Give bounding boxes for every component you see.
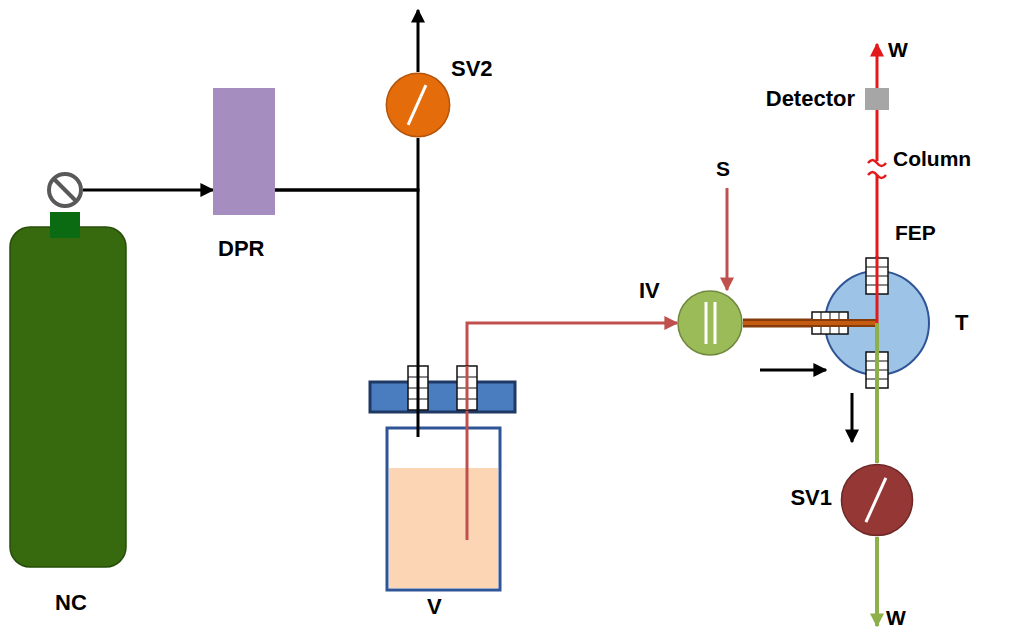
column-break bbox=[868, 160, 886, 166]
node-label: NC bbox=[55, 590, 87, 615]
connector bbox=[467, 323, 677, 382]
pressure-regulator: DPR bbox=[213, 88, 275, 215]
injection-valve-shape bbox=[677, 290, 743, 356]
tee-union: T bbox=[824, 270, 930, 376]
tubing-label: FEP bbox=[895, 221, 936, 245]
vessel: V bbox=[370, 382, 515, 592]
valve: SV1 bbox=[840, 463, 914, 537]
waste-arrow bbox=[875, 537, 879, 626]
connector-line bbox=[275, 190, 418, 382]
valve: SV2 bbox=[385, 72, 451, 138]
node-label: IV bbox=[639, 278, 660, 303]
sample-label: S bbox=[716, 157, 730, 181]
connector-line bbox=[467, 323, 677, 382]
column-label: Column bbox=[893, 147, 971, 171]
connector-line bbox=[876, 110, 879, 270]
connector bbox=[275, 190, 418, 382]
detector-box: Detector bbox=[865, 88, 889, 110]
flow-arrow bbox=[760, 369, 826, 372]
vent-arrow bbox=[417, 10, 420, 72]
injection-valve: IV bbox=[677, 290, 743, 356]
outlet-label: W bbox=[888, 38, 908, 62]
outlet-arrow bbox=[876, 44, 879, 88]
connector-line bbox=[83, 189, 213, 192]
detector-box-shape bbox=[865, 88, 889, 110]
gas-cylinder: NC bbox=[10, 172, 126, 567]
column-break bbox=[868, 172, 886, 178]
node-label: Detector bbox=[766, 86, 855, 111]
node-label: SV1 bbox=[790, 485, 832, 510]
node-label: V bbox=[427, 594, 442, 619]
tee-union-shape bbox=[824, 270, 930, 376]
pressure-regulator-shape bbox=[213, 88, 275, 215]
node-label: T bbox=[955, 310, 968, 335]
connector-line bbox=[275, 138, 418, 190]
valve-shape bbox=[840, 463, 914, 537]
valve-shape bbox=[385, 72, 451, 138]
connector bbox=[83, 190, 213, 191]
flow-arrow bbox=[851, 393, 854, 442]
outlet-label: W bbox=[886, 606, 906, 630]
connector bbox=[275, 138, 418, 190]
connector bbox=[877, 110, 878, 270]
vessel-shape bbox=[370, 382, 515, 592]
node-label: DPR bbox=[218, 236, 264, 261]
node-label: SV2 bbox=[451, 56, 493, 81]
sample-arrow bbox=[726, 188, 729, 290]
gas-cylinder-shape bbox=[10, 172, 126, 567]
